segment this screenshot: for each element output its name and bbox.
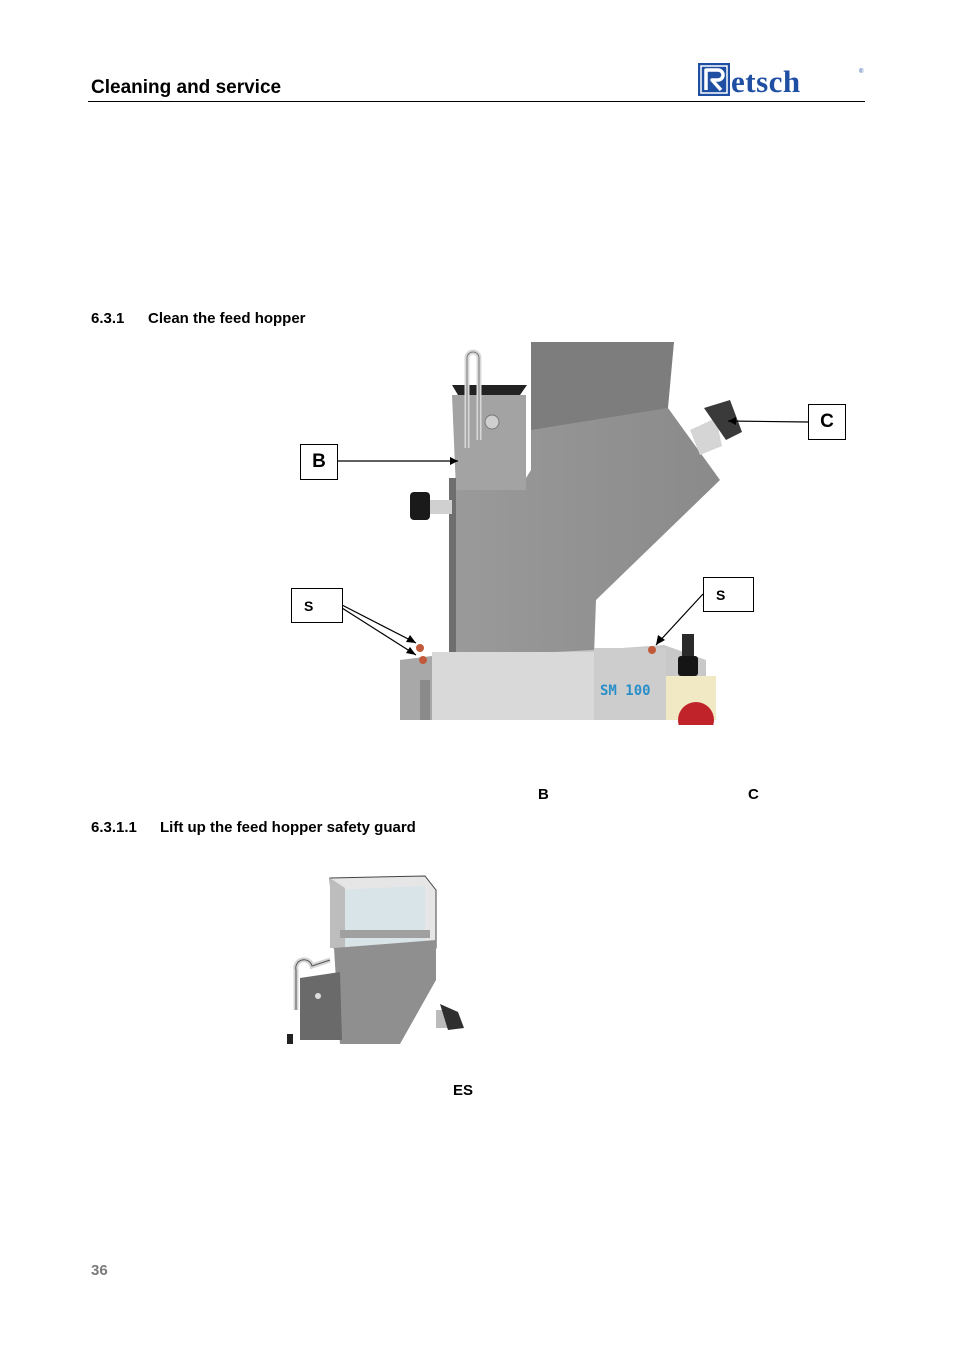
section-title: Clean the feed hopper [148,310,306,327]
section-heading-6-3-1-1: 6.3.1.1 Lift up the feed hopper safety gu… [91,819,416,836]
header-divider [88,101,865,102]
callout-b: B [300,444,338,480]
retsch-logo: etsch ® [698,63,864,98]
section-title: Lift up the feed hopper safety guard [160,819,416,836]
callout-s-left: S [291,588,343,623]
svg-text:etsch: etsch [731,64,801,98]
lifted-safety-guard-illustration [287,875,464,1044]
callout-s-right: S [703,577,754,612]
figure2-ref-es: ES [453,1082,474,1099]
page-number: 36 [91,1262,108,1279]
callout-c: C [808,404,846,440]
svg-text:®: ® [859,68,864,75]
feed-hopper-illustration: SM 100 [338,342,809,725]
section-number: 6.3.1 [91,310,125,327]
caption-ref-c: C [748,786,759,803]
page-header-title: Cleaning and service [91,77,282,98]
section-number: 6.3.1.1 [91,819,137,836]
caption-ref-b: B [538,786,549,803]
section-heading-6-3-1: 6.3.1 Clean the feed hopper [91,310,306,327]
machine-model-label: SM 100 [600,683,651,699]
